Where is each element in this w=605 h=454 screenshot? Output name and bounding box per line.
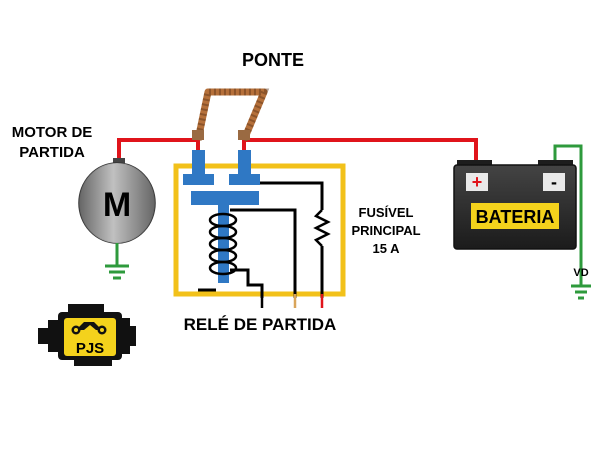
motor-ground-icon bbox=[105, 264, 129, 280]
motorcycle-icon bbox=[71, 322, 107, 335]
bridge-wire bbox=[194, 88, 268, 142]
fuse-symbol-icon bbox=[313, 209, 331, 247]
wire-relay-to-battery-positive bbox=[242, 138, 478, 164]
starter-motor: M bbox=[78, 158, 156, 280]
relay-contact-plate bbox=[191, 191, 259, 205]
fuse-label-line2: PRINCIPAL bbox=[351, 223, 420, 238]
bridge-clip-right bbox=[238, 130, 250, 140]
fuse-label-line3: 15 A bbox=[373, 241, 401, 256]
fuse-label-line1: FUSÍVEL bbox=[359, 205, 414, 220]
relay-terminal-motor-base bbox=[183, 174, 214, 185]
battery-minus-sign: - bbox=[551, 172, 557, 192]
battery-label: BATERIA bbox=[476, 207, 555, 227]
battery-plus-box bbox=[466, 173, 488, 191]
wire-battery-negative-to-ground bbox=[553, 144, 583, 286]
battery-label-plate bbox=[471, 203, 559, 229]
vd-ground: VD bbox=[571, 267, 591, 300]
pjs-logo: PJS bbox=[38, 304, 136, 366]
wire-motor-to-relay bbox=[117, 138, 200, 160]
bridge-clip-left bbox=[192, 130, 204, 140]
relay-coil-icon bbox=[208, 212, 238, 276]
positive-wire bbox=[117, 138, 478, 164]
relay-output-pins bbox=[260, 294, 324, 308]
ground-wire bbox=[553, 144, 583, 286]
relay-terminal-battery-base bbox=[229, 174, 260, 185]
battery: + - BATERIA bbox=[453, 160, 577, 250]
bridge-jumper bbox=[192, 88, 270, 142]
relay-terminals bbox=[183, 150, 260, 283]
relay-terminal-battery bbox=[238, 150, 251, 176]
motor-letter: M bbox=[103, 186, 131, 224]
battery-minus-box bbox=[543, 173, 565, 191]
ground-icon bbox=[571, 284, 591, 300]
relay-housing bbox=[173, 163, 346, 297]
bridge-label: PONTE bbox=[242, 50, 304, 70]
vd-label: VD bbox=[573, 267, 588, 279]
relay-plunger bbox=[218, 205, 229, 283]
logo-text: PJS bbox=[76, 340, 104, 357]
relay-internal-wiring bbox=[198, 181, 324, 298]
motor-label-line2: PARTIDA bbox=[19, 144, 85, 161]
relay-label: RELÉ DE PARTIDA bbox=[184, 315, 337, 334]
battery-plus-sign: + bbox=[472, 172, 483, 192]
motor-label-line1: MOTOR DE bbox=[12, 124, 93, 141]
relay-terminal-motor bbox=[192, 150, 205, 176]
starter-relay bbox=[173, 150, 346, 308]
